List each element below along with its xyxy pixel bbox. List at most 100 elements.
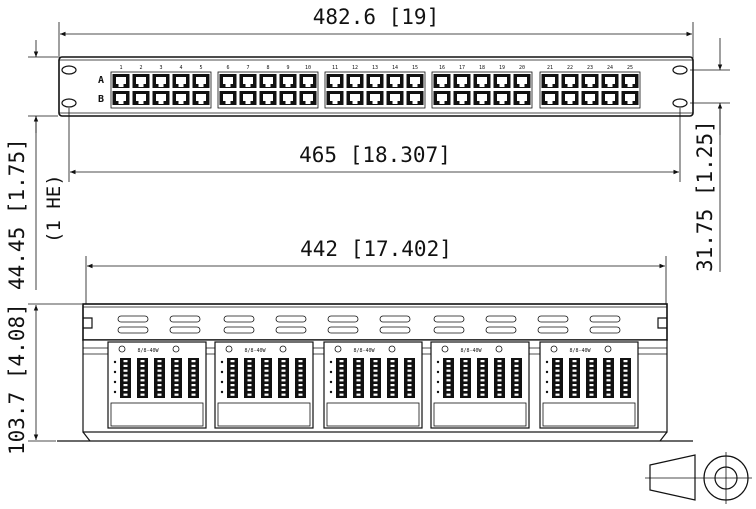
rj45-jack — [219, 91, 237, 105]
port-number: 17 — [459, 65, 465, 71]
idc-block — [443, 358, 454, 398]
vent-slot — [223, 315, 255, 323]
module-label: 8/8-40W — [244, 348, 266, 354]
module-dot — [545, 390, 549, 394]
vent-slot — [275, 315, 307, 323]
module-dot — [220, 370, 224, 374]
module-dot — [329, 390, 333, 394]
module-label: 8/8-40W — [353, 348, 375, 354]
idc-block — [387, 358, 398, 398]
rj45-jack — [366, 91, 384, 105]
port-number: 19 — [499, 65, 505, 71]
projection-symbol — [645, 452, 752, 504]
dim-mounting-width: 465 [18.307] — [68, 108, 681, 182]
idc-module: 8/8-40W — [214, 341, 314, 429]
idc-block — [620, 358, 631, 398]
idc-block — [353, 358, 364, 398]
module-dot — [113, 390, 117, 394]
mounting-hole-top-right — [672, 65, 688, 75]
module-dot — [436, 390, 440, 394]
vent-slot — [327, 315, 359, 323]
vent-slot — [433, 315, 465, 323]
rj45-jack — [581, 74, 599, 88]
rj45-jack — [513, 74, 531, 88]
module-dot — [220, 380, 224, 384]
row-label-b: B — [98, 94, 104, 105]
idc-block — [569, 358, 580, 398]
idc-block — [477, 358, 488, 398]
rj45-jack — [279, 74, 297, 88]
port-number: 18 — [479, 65, 485, 71]
idc-block — [171, 358, 182, 398]
port-number: 25 — [627, 65, 633, 71]
module-dot — [436, 380, 440, 384]
dim-depth-label: 103.7 [4.08] — [5, 303, 29, 455]
rj45-jack — [433, 74, 451, 88]
port-number: 1 — [119, 65, 122, 71]
vent-slot — [327, 326, 359, 334]
module-label: 8/8-40W — [460, 348, 482, 354]
rj45-jack — [493, 74, 511, 88]
port-number: 21 — [547, 65, 553, 71]
port-number: 9 — [286, 65, 289, 71]
rj45-jack — [299, 91, 317, 105]
port-number: 11 — [332, 65, 338, 71]
port-number: 16 — [439, 65, 445, 71]
rj45-jack — [112, 74, 130, 88]
rj45-jack — [601, 91, 619, 105]
rj45-jack — [406, 91, 424, 105]
rj45-jack — [132, 91, 150, 105]
idc-block — [120, 358, 131, 398]
port-number: 3 — [159, 65, 162, 71]
idc-block — [603, 358, 614, 398]
vent-slot — [169, 315, 201, 323]
port-number: 6 — [226, 65, 229, 71]
idc-block — [404, 358, 415, 398]
rj45-jack — [581, 91, 599, 105]
rj45-jack — [346, 91, 364, 105]
rj45-jack — [386, 74, 404, 88]
rj45-jack — [513, 91, 531, 105]
rj45-jack — [561, 74, 579, 88]
port-number: 4 — [179, 65, 182, 71]
rj45-jack — [493, 91, 511, 105]
rj45-jack — [219, 74, 237, 88]
vent-slot — [537, 326, 569, 334]
rj45-jack — [239, 74, 257, 88]
module-dot — [329, 380, 333, 384]
idc-block — [336, 358, 347, 398]
port-number: 24 — [607, 65, 613, 71]
idc-block — [278, 358, 289, 398]
port-number: 12 — [352, 65, 358, 71]
rj45-jack — [152, 74, 170, 88]
rj45-jack — [112, 91, 130, 105]
port-number: 23 — [587, 65, 593, 71]
rj45-jack — [172, 91, 190, 105]
port-group: 21 22 23 24 25 — [539, 65, 641, 109]
rj45-jack — [326, 74, 344, 88]
rj45-jack — [346, 74, 364, 88]
rj45-jack — [473, 91, 491, 105]
port-number: 22 — [567, 65, 573, 71]
rj45-jack — [561, 91, 579, 105]
rj45-jack — [192, 74, 210, 88]
idc-module: 8/8-40W — [539, 341, 639, 429]
rj45-jack — [453, 74, 471, 88]
port-number: 15 — [412, 65, 418, 71]
port-number: 2 — [139, 65, 142, 71]
module-label: 8/8-40W — [569, 348, 591, 354]
idc-module: 8/8-40W — [323, 341, 423, 429]
idc-block — [370, 358, 381, 398]
module-dot — [545, 370, 549, 374]
dim-inner-width-label: 442 [17.402] — [300, 237, 452, 261]
idc-block — [494, 358, 505, 398]
rj45-jack — [239, 91, 257, 105]
vent-slot — [117, 326, 149, 334]
module-dot — [436, 360, 440, 364]
dim-overall-width-label: 482.6 [19] — [313, 5, 439, 29]
mounting-hole-bottom-right — [672, 98, 688, 108]
